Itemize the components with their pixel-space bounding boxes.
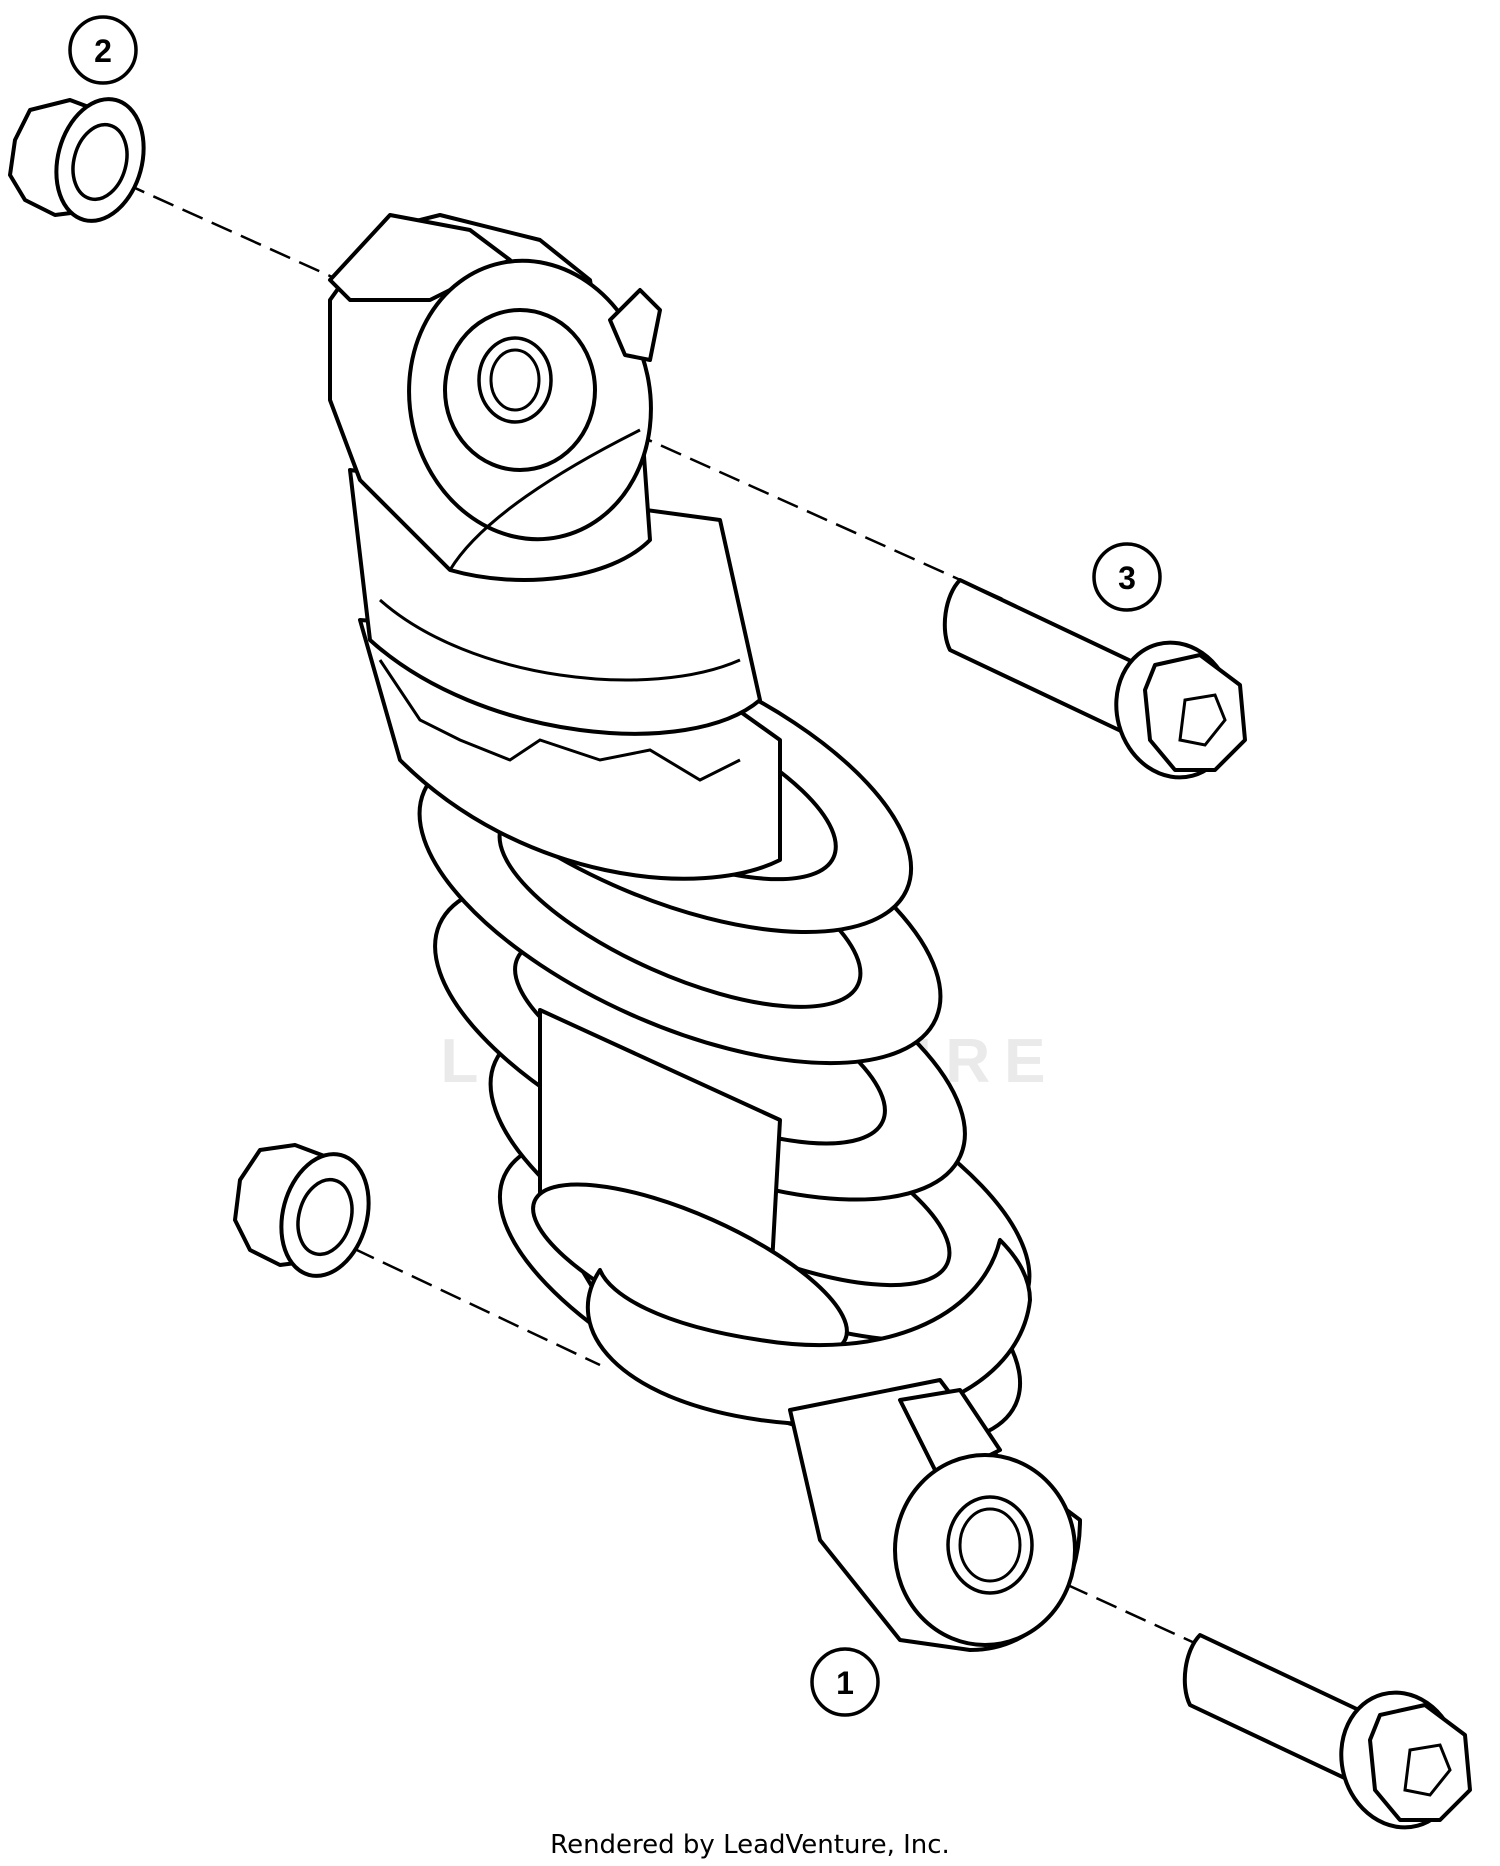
axis-upper-nut <box>94 168 351 287</box>
upper-flange-nut <box>8 97 146 223</box>
cylinder-ring <box>379 598 741 682</box>
callout-2-label: 2 <box>94 33 112 69</box>
upper-bolt-shank <box>942 578 1152 742</box>
axis-upper-bolt <box>514 378 1006 602</box>
axis-lower-nut <box>324 1233 601 1367</box>
upper-eye <box>328 213 662 582</box>
callout-1-label: 1 <box>836 1665 854 1701</box>
upper-eye-hole-inner <box>489 348 541 412</box>
callout-1: 1 <box>810 1647 880 1717</box>
lower-flange-bolt <box>1182 1633 1472 1830</box>
lower-bolt-hex-head <box>1368 1703 1472 1822</box>
upper-nut-hole <box>71 122 129 202</box>
render-credit: Rendered by LeadVenture, Inc. <box>550 1830 950 1860</box>
lower-nut-hole <box>296 1177 354 1257</box>
upper-bolt-hex-head <box>1143 653 1247 772</box>
callout-3-label: 3 <box>1118 560 1136 596</box>
callout-3: 3 <box>1092 542 1162 612</box>
upper-flange-bolt <box>942 578 1247 780</box>
upper-bolt-torx-socket <box>1178 693 1227 747</box>
lower-eye-hole-inner <box>958 1507 1022 1583</box>
lower-bolt-shank <box>1182 1633 1382 1792</box>
callout-3-circle <box>1092 542 1162 612</box>
lower-flange-nut <box>233 1143 371 1278</box>
adjuster-knob <box>608 288 662 362</box>
callout-2: 2 <box>68 15 138 85</box>
spring-coil-7 <box>585 1238 1032 1427</box>
lower-eye <box>788 1378 1082 1652</box>
lower-bolt-torx-socket <box>1403 1743 1452 1797</box>
head-blend-line <box>448 428 641 571</box>
collar-notches <box>378 659 741 782</box>
callout-1-circle <box>810 1647 880 1717</box>
callout-2-circle <box>68 15 138 85</box>
